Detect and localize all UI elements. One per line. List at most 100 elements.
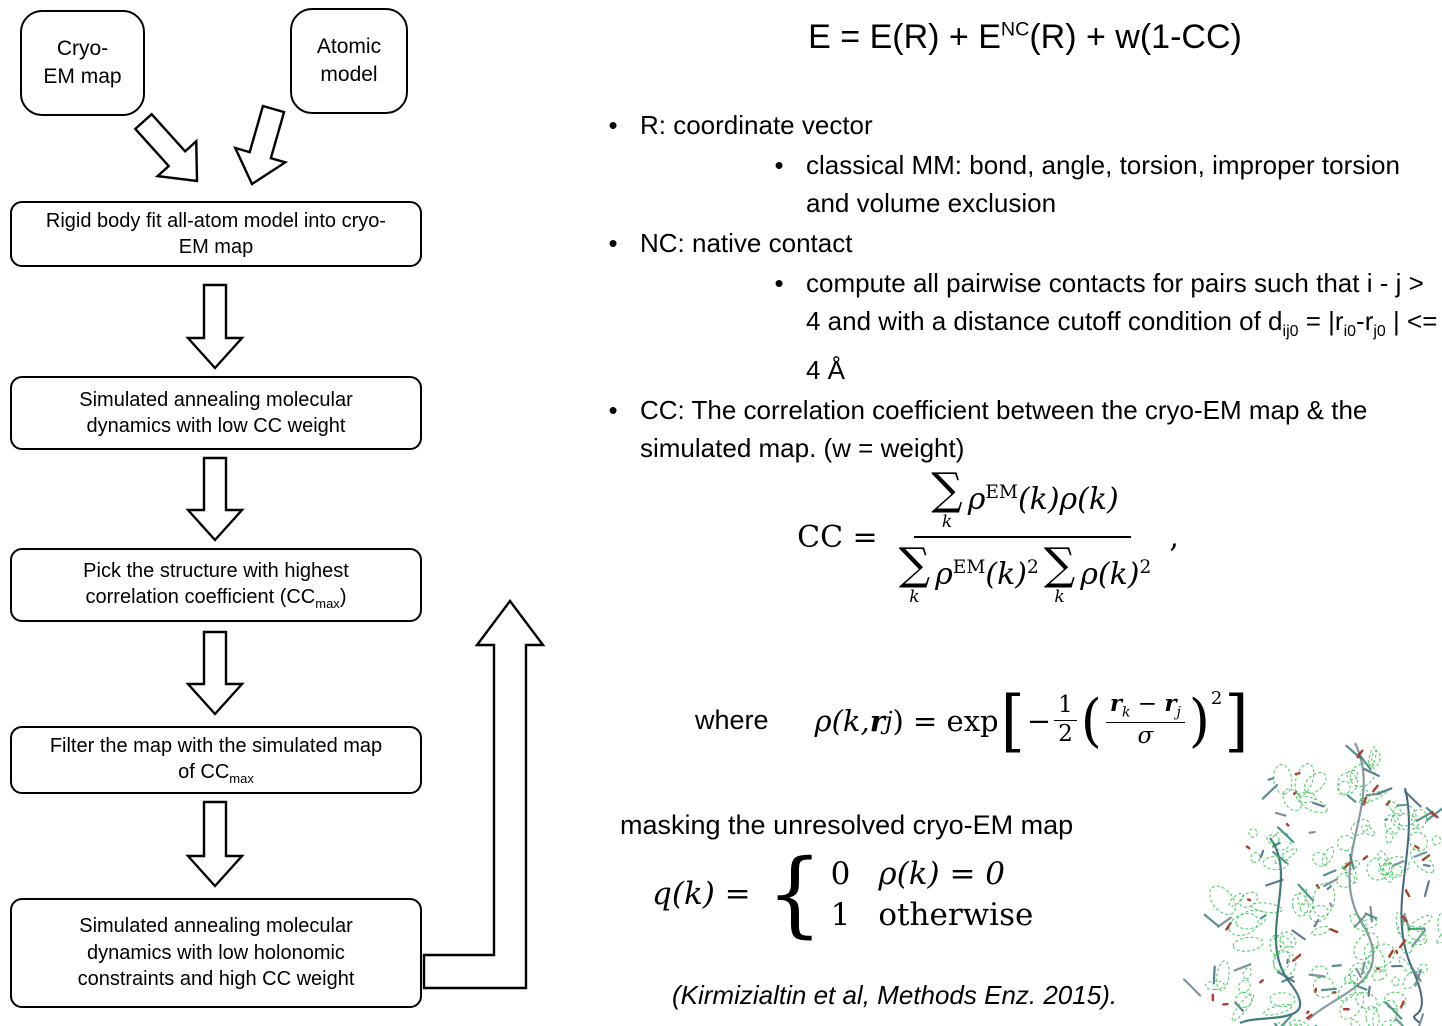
left-paren: (	[1080, 687, 1102, 754]
density-mesh-stroke	[1232, 936, 1264, 952]
oxygen-stick-stroke	[1430, 811, 1438, 818]
stick-stroke	[1311, 801, 1325, 808]
stick-stroke	[1267, 777, 1275, 781]
density-mesh-stroke	[1209, 885, 1237, 916]
density-mesh-stroke	[1409, 914, 1433, 930]
stick-stroke	[1413, 851, 1428, 858]
stick-stroke	[1291, 929, 1306, 941]
bullet-cc: • CC: The correlation coefficient betwee…	[598, 391, 1442, 467]
r-diff-fraction: rk − rj σ	[1105, 691, 1185, 750]
density-mesh-stroke	[1337, 771, 1359, 795]
stick-stroke	[1363, 768, 1380, 777]
density-mesh-stroke	[1431, 835, 1442, 846]
oxygen-stick-stroke	[1385, 800, 1391, 806]
stick-stroke	[1261, 783, 1279, 800]
arrow-atomic-to-rigid	[233, 104, 289, 186]
flowchart-box-cryo-em-map: Cryo- EM map	[20, 10, 145, 116]
stick-stroke	[1274, 811, 1287, 817]
flowchart-box-atomic-model: Atomic model	[290, 8, 408, 114]
stick-stroke	[1259, 849, 1265, 859]
density-mesh-stroke	[1378, 862, 1394, 876]
density-mesh-stroke	[1278, 1023, 1308, 1026]
stick-stroke	[1348, 853, 1355, 870]
sa-low-cc-label: Simulated annealing molecular dynamics w…	[79, 388, 353, 437]
density-mesh-stroke	[1288, 1019, 1314, 1026]
density-mesh-stroke	[1382, 856, 1410, 878]
flowchart-box-filter-map: Filter the map with the simulated map of…	[10, 726, 422, 794]
squared-superscript: 2	[1210, 688, 1223, 709]
density-mesh-stroke	[1391, 804, 1417, 827]
density-mesh-stroke	[1436, 924, 1442, 944]
bullet-icon: •	[608, 228, 618, 258]
oxygen-stick-stroke	[1291, 953, 1302, 962]
density-mesh-stroke	[1397, 924, 1428, 946]
oxygen-stick-stroke	[1414, 844, 1420, 850]
density-mesh-stroke	[1248, 828, 1258, 838]
oxygen-stick-stroke	[1398, 939, 1407, 949]
density-mesh-stroke	[1365, 1005, 1380, 1026]
cc-equation-comma: ,	[1169, 519, 1179, 555]
density-mesh-stroke	[1279, 931, 1297, 948]
density-mesh-stroke	[1344, 974, 1359, 985]
density-mesh-stroke	[1385, 827, 1394, 844]
bullet-r-text: R: coordinate vector	[640, 110, 873, 140]
density-mesh-stroke	[1408, 831, 1428, 852]
flowchart-box-rigid-body-fit: Rigid body fit all-atom model into cryo-…	[10, 201, 422, 267]
density-mesh-stroke	[1407, 928, 1425, 942]
bullet-icon: •	[608, 110, 618, 140]
energy-equation-part1: E = E(R) + E	[808, 18, 1001, 56]
oxygen-stick-stroke	[1356, 749, 1364, 759]
oxygen-stick-stroke	[1329, 928, 1339, 934]
bullet-icon: •	[608, 395, 618, 426]
stick-stroke	[1286, 958, 1289, 964]
one-half-fraction: 1 2	[1054, 692, 1077, 748]
sum-operator: ∑k	[931, 464, 963, 532]
oxygen-stick-stroke	[1259, 979, 1264, 984]
density-mesh-stroke	[1383, 991, 1407, 1010]
bullet-r-sub: • classical MM: bond, angle, torsion, im…	[764, 146, 1442, 222]
stick-stroke	[1404, 790, 1422, 808]
density-mesh-stroke	[1274, 848, 1298, 864]
density-mesh-stroke	[1312, 852, 1328, 867]
density-mesh-stroke	[1391, 976, 1400, 987]
density-mesh-stroke	[1271, 831, 1292, 851]
density-mesh-stroke	[1282, 788, 1302, 812]
density-mesh-stroke	[1381, 1019, 1404, 1026]
density-mesh-stroke	[1272, 949, 1291, 972]
backbone-strand	[1307, 742, 1375, 1021]
bullet-r: • R: coordinate vector	[598, 106, 1442, 144]
stick-stroke	[1183, 978, 1202, 997]
filter-map-label: Filter the map with the simulated map of…	[49, 734, 383, 787]
citation: (Kirmizialtin et al, Methods Enz. 2015).	[672, 980, 1118, 1010]
stick-stroke	[1265, 878, 1284, 887]
density-mesh-stroke	[1349, 913, 1368, 933]
stick-stroke	[1331, 964, 1342, 968]
oxygen-stick-stroke	[1306, 1013, 1313, 1020]
bullet-list: • R: coordinate vector • classical MM: b…	[598, 106, 1442, 469]
stick-stroke	[1356, 985, 1368, 991]
density-mesh-stroke	[1269, 992, 1296, 1007]
stick-stroke	[1308, 973, 1325, 978]
rigid-body-fit-label: Rigid body fit all-atom model into cryo-…	[45, 209, 387, 258]
flowchart-box-sa-low-cc: Simulated annealing molecular dynamics w…	[10, 376, 422, 450]
sa-high-cc-label: Simulated annealing molecular dynamics w…	[77, 915, 355, 991]
bullet-r-sub-text: classical MM: bond, angle, torsion, impr…	[806, 150, 1400, 218]
density-mesh-stroke	[1238, 979, 1251, 993]
density-mesh-stroke	[1235, 909, 1267, 930]
stick-stroke	[1353, 914, 1367, 929]
density-mesh-stroke	[1242, 967, 1252, 980]
stick-stroke	[1364, 912, 1378, 920]
backbone-strand	[1239, 837, 1302, 1025]
stick-stroke	[1203, 913, 1220, 927]
stick-stroke	[1216, 916, 1232, 928]
density-mesh-stroke	[1297, 887, 1308, 906]
stick-stroke	[1422, 863, 1431, 868]
density-mesh-stroke	[1312, 976, 1335, 998]
density-mesh-stroke	[1346, 769, 1359, 781]
cc-fraction: ∑k ρEM(k)ρ(k) ∑k ρEM(k)2 ∑k ρ(k)2	[898, 464, 1152, 607]
density-mesh-stroke	[1266, 834, 1280, 845]
density-mesh-stroke	[1437, 913, 1442, 936]
